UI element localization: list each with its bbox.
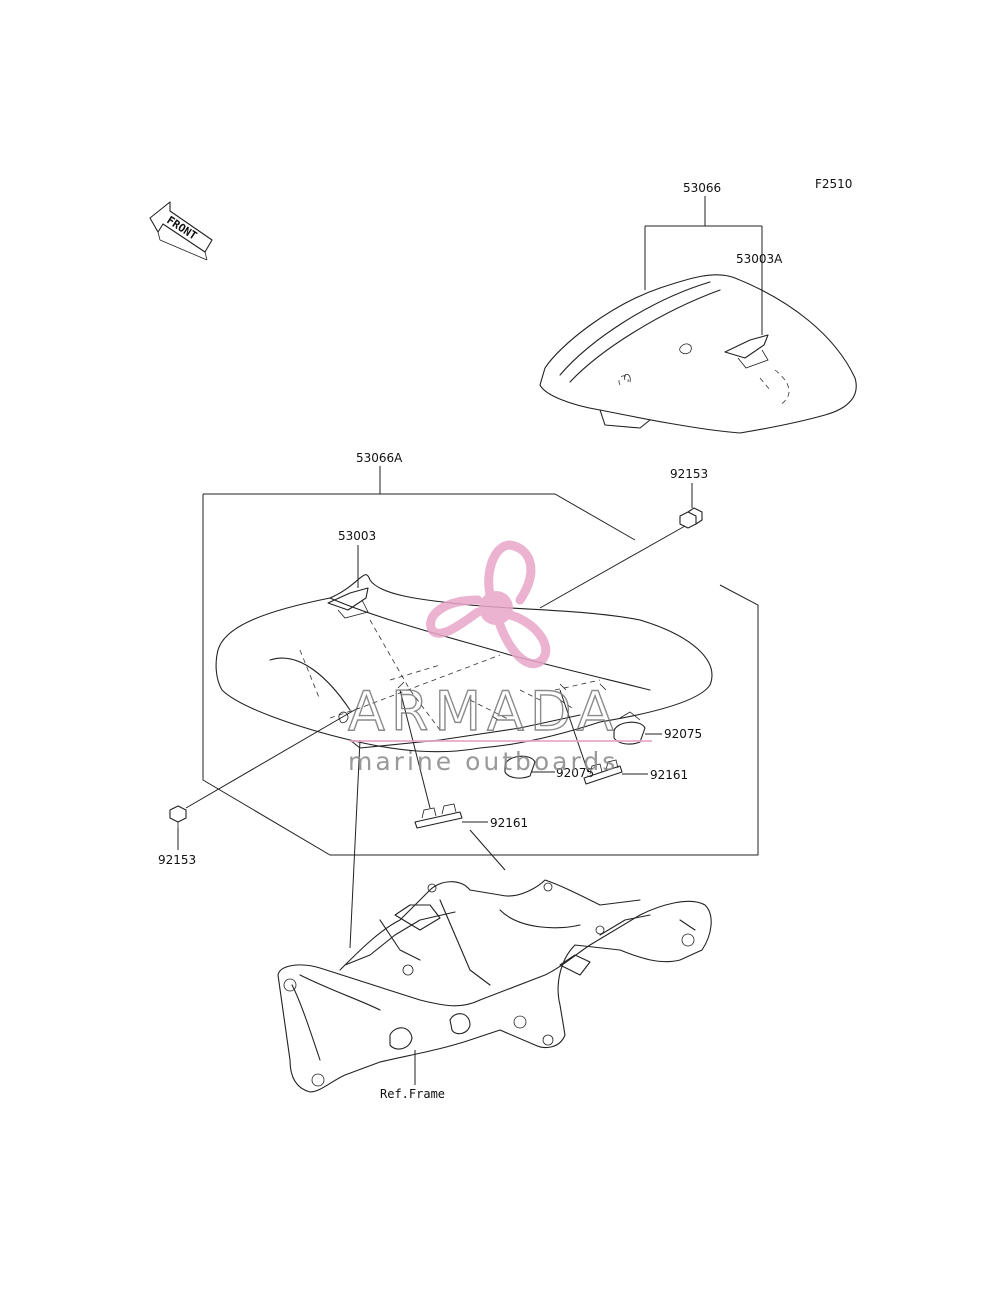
leader-bracket-to-frame bbox=[469, 829, 506, 871]
watermark-brand: ARMADA bbox=[348, 680, 620, 743]
label-92153-right: 92153 bbox=[670, 467, 708, 481]
label-92075-right: 92075 bbox=[664, 727, 702, 741]
propeller-logo-icon bbox=[426, 540, 551, 669]
bolt-left-icon bbox=[169, 707, 359, 828]
front-seat bbox=[215, 574, 713, 753]
front-seat-assembly-box bbox=[202, 466, 759, 856]
rear-seat bbox=[539, 274, 857, 434]
rear-frame bbox=[277, 879, 712, 1093]
label-92161-center: 92161 bbox=[490, 816, 528, 830]
label-ref-frame: Ref.Frame bbox=[380, 1087, 445, 1101]
watermark-tagline: marine outboards bbox=[348, 747, 618, 776]
label-53003: 53003 bbox=[338, 529, 376, 543]
bolt-right-icon bbox=[539, 507, 703, 609]
diagram-code: F2510 bbox=[815, 177, 852, 191]
label-53066: 53066 bbox=[683, 181, 721, 195]
label-53066A: 53066A bbox=[356, 451, 403, 465]
watermark: ARMADA marine outboards bbox=[347, 540, 652, 776]
bracket-center-icon bbox=[399, 689, 488, 829]
bracket-right-icon bbox=[559, 689, 648, 785]
propeller-hub bbox=[479, 591, 513, 625]
damper-center-icon bbox=[504, 755, 555, 779]
front-arrow-icon: FRONT bbox=[149, 201, 213, 261]
rear-seat-leaders bbox=[644, 196, 763, 335]
label-92153-left: 92153 bbox=[158, 853, 196, 867]
label-92161-right: 92161 bbox=[650, 768, 688, 782]
label-53003A: 53003A bbox=[736, 252, 783, 266]
label-92075-center: 92075 bbox=[556, 766, 594, 780]
leader-seat-to-frame bbox=[349, 739, 361, 949]
damper-right-icon bbox=[613, 711, 662, 745]
